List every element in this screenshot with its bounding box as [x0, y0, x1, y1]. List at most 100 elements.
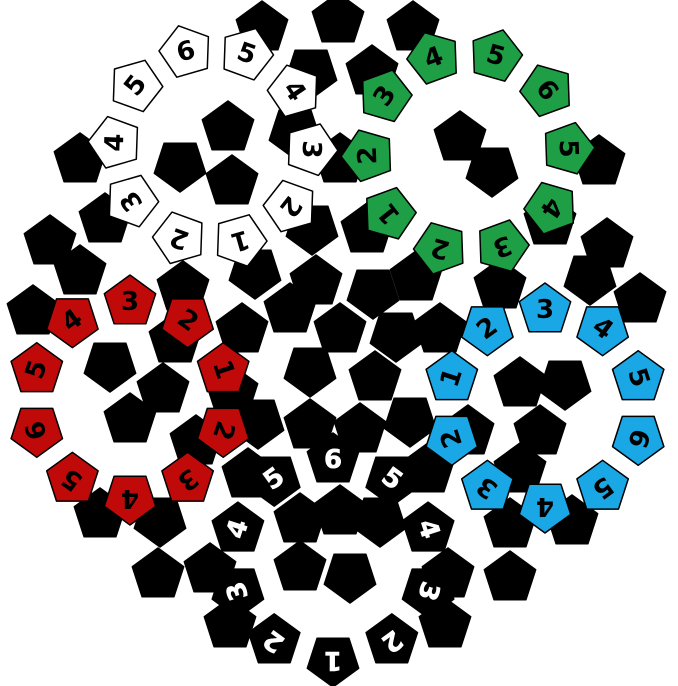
- filler-pentagon[interactable]: [313, 302, 367, 353]
- filler-pentagon[interactable]: [215, 302, 269, 353]
- red-ring-tile[interactable]: [161, 451, 215, 502]
- black-ring-number: 1: [324, 645, 342, 675]
- filler-pentagon[interactable]: [346, 269, 400, 320]
- blue-ring-tile[interactable]: [460, 459, 514, 510]
- filler-pentagon[interactable]: [83, 342, 137, 393]
- red-ring-tile[interactable]: [45, 451, 99, 502]
- red-ring-tile[interactable]: [45, 298, 99, 349]
- filler-pentagon[interactable]: [136, 362, 190, 413]
- filler-pentagon[interactable]: [493, 356, 547, 407]
- filler-pentagon[interactable]: [563, 255, 617, 306]
- blue-ring-tile[interactable]: [460, 306, 514, 357]
- filler-pentagon[interactable]: [153, 142, 207, 193]
- blue-ring-number: 4: [536, 491, 554, 521]
- black-ring-tile[interactable]: [247, 613, 301, 664]
- green-ring-tile[interactable]: [519, 64, 570, 118]
- red-ring-tile[interactable]: [10, 341, 64, 393]
- filler-pentagon[interactable]: [6, 284, 60, 335]
- blue-ring-tile[interactable]: [425, 415, 479, 467]
- filler-pentagon[interactable]: [353, 497, 407, 548]
- green-ring-number: 5: [553, 139, 584, 158]
- green-ring-number: 2: [353, 146, 384, 165]
- filler-pentagon[interactable]: [513, 404, 567, 455]
- filler-pentagon[interactable]: [313, 484, 367, 535]
- red-ring-tile[interactable]: [161, 298, 215, 349]
- red-ring-tile[interactable]: [103, 475, 157, 526]
- black-ring-number: 6: [324, 445, 342, 475]
- filler-pentagon[interactable]: [348, 350, 402, 401]
- green-ring-tile[interactable]: [472, 29, 524, 82]
- filler-pentagon[interactable]: [273, 540, 327, 591]
- blue-ring-tile[interactable]: [576, 459, 630, 510]
- filler-pentagon[interactable]: [613, 272, 667, 323]
- filler-pentagon[interactable]: [311, 0, 365, 43]
- white-ring-tile[interactable]: [216, 214, 268, 267]
- filler-pentagon[interactable]: [205, 154, 259, 205]
- filler-pentagon[interactable]: [283, 347, 337, 398]
- red-ring-tile[interactable]: [10, 407, 64, 459]
- black-ring-tile[interactable]: [365, 613, 419, 664]
- black-ring-tile[interactable]: [401, 568, 455, 619]
- black-ring-tile[interactable]: [365, 456, 419, 507]
- blue-ring-tile[interactable]: [611, 415, 665, 467]
- blue-ring-tile[interactable]: [518, 483, 572, 534]
- green-ring-tile[interactable]: [340, 129, 392, 183]
- white-ring-tile[interactable]: [108, 174, 160, 228]
- filler-pentagon[interactable]: [131, 547, 185, 598]
- black-ring-tile[interactable]: [247, 456, 301, 507]
- filler-pentagon[interactable]: [201, 100, 255, 151]
- blue-ring-tile[interactable]: [611, 349, 665, 401]
- green-ring-tile[interactable]: [523, 181, 575, 235]
- green-ring-tile[interactable]: [406, 31, 457, 85]
- white-ring-number: 3: [296, 140, 327, 159]
- red-ring-number: 4: [121, 483, 139, 513]
- filler-pentagon[interactable]: [323, 553, 377, 604]
- black-ring-tile[interactable]: [306, 637, 360, 686]
- filler-pentagon[interactable]: [283, 398, 337, 449]
- white-ring-tile[interactable]: [112, 59, 164, 113]
- black-ring-tile[interactable]: [211, 568, 265, 619]
- filler-pentagon[interactable]: [465, 147, 519, 198]
- red-ring-tile[interactable]: [196, 341, 250, 393]
- white-ring-tile[interactable]: [266, 64, 318, 118]
- blue-ring-tile[interactable]: [518, 282, 572, 333]
- black-ring-tile[interactable]: [401, 501, 455, 552]
- white-ring-number: 4: [100, 133, 131, 152]
- filler-pentagon[interactable]: [413, 302, 467, 353]
- white-ring-tile[interactable]: [262, 179, 314, 233]
- filler-pentagon[interactable]: [538, 360, 592, 411]
- filler-pentagon[interactable]: [433, 110, 487, 161]
- filler-pentagon[interactable]: [53, 244, 107, 295]
- white-ring-tile[interactable]: [287, 123, 339, 177]
- red-ring-tile[interactable]: [196, 407, 250, 459]
- blue-ring-number: 3: [536, 295, 554, 325]
- filler-pentagon[interactable]: [103, 392, 157, 443]
- white-ring-tile[interactable]: [223, 27, 275, 81]
- green-ring-tile[interactable]: [412, 222, 464, 275]
- filler-pentagon[interactable]: [289, 254, 343, 305]
- blue-ring-tile[interactable]: [425, 349, 479, 401]
- black-ring-tile[interactable]: [306, 432, 360, 483]
- filler-pentagon[interactable]: [263, 282, 317, 333]
- green-ring-tile[interactable]: [544, 121, 596, 175]
- green-ring-tile[interactable]: [479, 219, 530, 273]
- filler-pentagon[interactable]: [23, 214, 77, 265]
- white-ring-tile[interactable]: [151, 211, 203, 265]
- filler-pentagon[interactable]: [483, 550, 537, 601]
- black-ring-tile[interactable]: [211, 501, 265, 552]
- filler-pentagon[interactable]: [333, 402, 387, 453]
- white-ring-tile[interactable]: [158, 25, 210, 78]
- red-ring-number: 3: [121, 287, 139, 317]
- green-ring-tile[interactable]: [361, 69, 413, 123]
- white-ring-tile[interactable]: [87, 115, 139, 169]
- red-ring-tile[interactable]: [103, 274, 157, 325]
- blue-ring-tile[interactable]: [576, 306, 630, 357]
- green-ring-tile[interactable]: [366, 186, 417, 240]
